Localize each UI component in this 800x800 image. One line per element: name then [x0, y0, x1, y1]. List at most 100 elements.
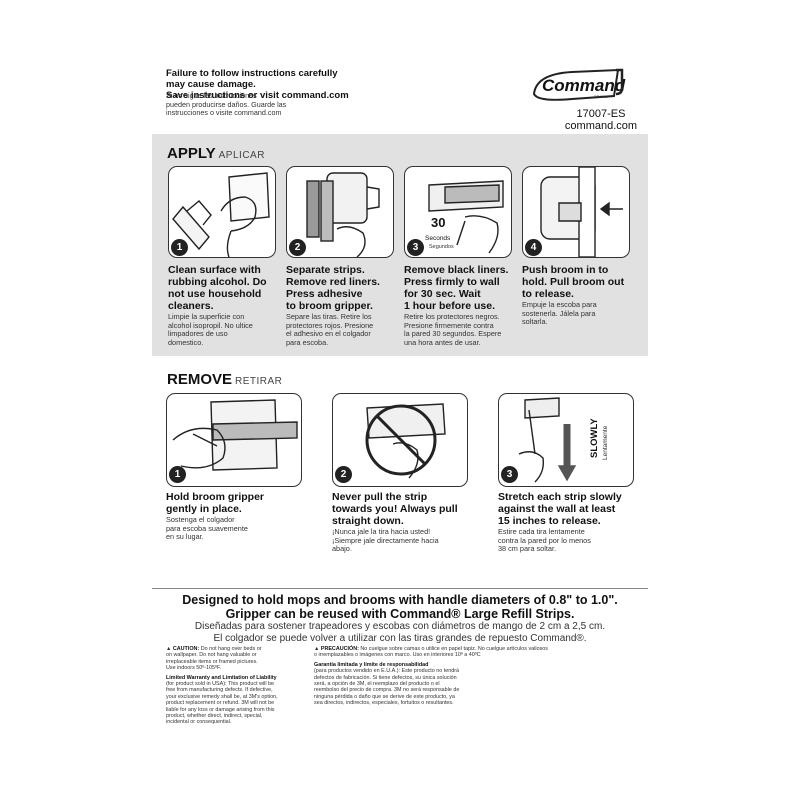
divider-line — [152, 588, 648, 589]
timer-label-en: Seconds — [425, 235, 451, 242]
usage-note-es-line-1: Diseñadas para sostener trapeadores y es… — [194, 621, 606, 632]
warning-line-1: Failure to follow instructions carefully — [166, 68, 338, 79]
apply-step-4-illustration: 4 — [522, 166, 630, 258]
warranty-es-line: ninguna pérdida o daño que se derive de … — [314, 693, 455, 700]
remove-step-2-illustration: 2 — [332, 393, 468, 487]
remove-step-2-text: Never pull the strip towards you! Always… — [332, 491, 472, 554]
apply-step-2-illustration: 2 — [286, 166, 394, 258]
es-line: contra la pared por lo menos — [498, 535, 591, 545]
warranty-es-title: Garantía limitada y límite de responsabi… — [314, 661, 429, 668]
apply-step-1-heading: Clean surface with rubbing alcohol. Do n… — [168, 264, 286, 312]
warning-triangle-icon: ▲ — [166, 646, 172, 652]
caution-es-line: No cuelgue sobre camas o utilice en pape… — [360, 646, 548, 652]
es-line: para escoba suavemente — [166, 523, 248, 533]
logo-wordmark: Command — [542, 76, 626, 95]
slowly-label: SLOWLY — [589, 418, 600, 458]
es-line: Limpie la superficie con — [168, 312, 245, 321]
apply-step-3-text: Remove black liners. Press firmly to wal… — [404, 264, 522, 347]
caution-en-line: Do not hang over beds or — [200, 646, 262, 652]
caution-es-line: o irremplazables o imágenes con marco. U… — [314, 652, 481, 659]
usage-note-line-1: Designed to hold mops and brooms with ha… — [182, 593, 618, 607]
heading-line: 15 inches to release. — [498, 515, 601, 527]
warranty-en-line: liable for any loss or damage arising fr… — [166, 706, 275, 713]
es-line: Separe las tiras. Retire los — [286, 312, 372, 321]
es-line: Sostenga el colgador — [166, 515, 235, 524]
warranty-en-title: Limited Warranty and Limitation of Liabi… — [166, 674, 277, 681]
heading-line: to release. — [522, 288, 574, 300]
remove-step-2-heading: Never pull the strip towards you! Always… — [332, 491, 472, 527]
step-number-badge: 4 — [525, 239, 542, 256]
warning-es-line-3: instrucciones o visite command.com — [166, 108, 282, 118]
product-code: 17007-ES command.com — [559, 108, 643, 132]
es-line: ¡Nunca jale la tira hacia usted! — [332, 527, 431, 536]
es-line: abajo. — [332, 544, 352, 554]
apply-step-1-es: Limpie la superficie con alcohol isoprop… — [168, 312, 286, 347]
warranty-en-line: your exclusive remedy shall be, at 3M's … — [166, 693, 278, 700]
warranty-en-line: incidental or consequential. — [166, 719, 232, 726]
es-line: el adhesivo en el colgador — [286, 329, 371, 339]
es-line: en su lugar. — [166, 532, 204, 542]
es-line: ¡Siempre jale directamente hacia — [332, 535, 439, 545]
es-line: 38 cm para soltar. — [498, 544, 556, 554]
es-line: una hora antes de usar. — [404, 337, 481, 347]
warranty-en: Limited Warranty and Limitation of Liabi… — [166, 675, 316, 726]
heading-line: for 30 sec. Wait — [404, 288, 481, 300]
es-line: Retire los protectores negros. — [404, 312, 500, 321]
apply-step-2-heading: Separate strips. Remove red liners. Pres… — [286, 264, 404, 312]
caution-en-line: irreplaceable items or framed pictures. — [166, 658, 258, 665]
es-line: la pared 30 segundos. Espere — [404, 329, 502, 339]
slowly-label-es: Lentamente — [602, 425, 609, 460]
heading-line: 1 hour before use. — [404, 300, 496, 312]
step-number-badge: 3 — [407, 239, 424, 256]
remove-step-2-es: ¡Nunca jale la tira hacia usted! ¡Siempr… — [332, 527, 472, 554]
step-number-badge: 3 — [501, 466, 518, 483]
step-number-badge: 1 — [169, 466, 186, 483]
apply-title-en: APPLY — [167, 145, 216, 162]
remove-step-1-heading: Hold broom gripper gently in place. — [166, 491, 306, 515]
warning-line-3: Save instructions or visit command.com — [166, 90, 349, 101]
heading-line: against the wall at least — [498, 503, 616, 515]
heading-line: Push broom in to — [522, 264, 609, 276]
heading-line: rubbing alcohol. Do — [168, 276, 267, 288]
warranty-es-line: defectos de fabricación. Si tiene defect… — [314, 674, 457, 681]
usage-note: Designed to hold mops and brooms with ha… — [152, 593, 648, 621]
heading-line: Remove black liners. — [404, 264, 509, 276]
remove-step-1-es: Sostenga el colgador para escoba suaveme… — [166, 515, 306, 542]
caution-en-line: Use indoors 50º-105ºF. — [166, 665, 222, 672]
heading-line: towards you! Always pull — [332, 503, 458, 515]
usage-note-es: Diseñadas para sostener trapeadores y es… — [152, 621, 648, 644]
warranty-es-line: será, a opción de 3M, el reemplazo del p… — [314, 681, 440, 688]
heading-line: cleaners. — [168, 300, 214, 312]
heading-line: not use household — [168, 288, 262, 300]
timer-label-es: Segundos — [429, 244, 454, 250]
heading-line: hold. Pull broom out — [522, 276, 625, 288]
heading-line: Remove red liners. — [286, 276, 380, 288]
caution-en-title: CAUTION: — [172, 646, 200, 652]
heading-line: Clean surface with — [168, 264, 261, 276]
apply-step-3-illustration: 30 Seconds Segundos 3 — [404, 166, 512, 258]
apply-step-4-heading: Push broom in to hold. Pull broom out to… — [522, 264, 640, 300]
apply-step-3-es: Retire los protectores negros. Presione … — [404, 312, 522, 347]
warranty-en-line: product replacement or refund. 3M will n… — [166, 700, 275, 707]
apply-title-es: APLICAR — [218, 150, 265, 161]
timer-number: 30 — [431, 215, 445, 230]
warning-line-2: may cause damage. — [166, 79, 256, 90]
apply-step-4-text: Push broom in to hold. Pull broom out to… — [522, 264, 640, 327]
remove-title-en: REMOVE — [167, 371, 233, 388]
caution-es-block: ▲ PRECAUCIÓN: No cuelgue sobre camas o u… — [314, 646, 614, 652]
warranty-es-line: (para productos vendido en E.U.A.): Este… — [314, 668, 460, 675]
warning-es-line-1: Si no sigue las instrucciones — [166, 91, 257, 100]
es-line: alcohol isopropil. No ultice — [168, 320, 253, 330]
es-line: Presione firmemente contra — [404, 320, 494, 330]
es-line: protectores rojos. Presione — [286, 320, 374, 330]
warranty-en-line: (for product sold in USA): This product … — [166, 681, 275, 688]
product-code-text: 17007-ES — [576, 108, 626, 120]
heading-line: Never pull the strip — [332, 491, 428, 503]
heading-line: Separate strips. — [286, 264, 365, 276]
apply-step-2-es: Separe las tiras. Retire los protectores… — [286, 312, 404, 347]
warranty-es: Garantía limitada y límite de responsabi… — [314, 662, 614, 707]
heading-line: gently in place. — [166, 503, 242, 515]
